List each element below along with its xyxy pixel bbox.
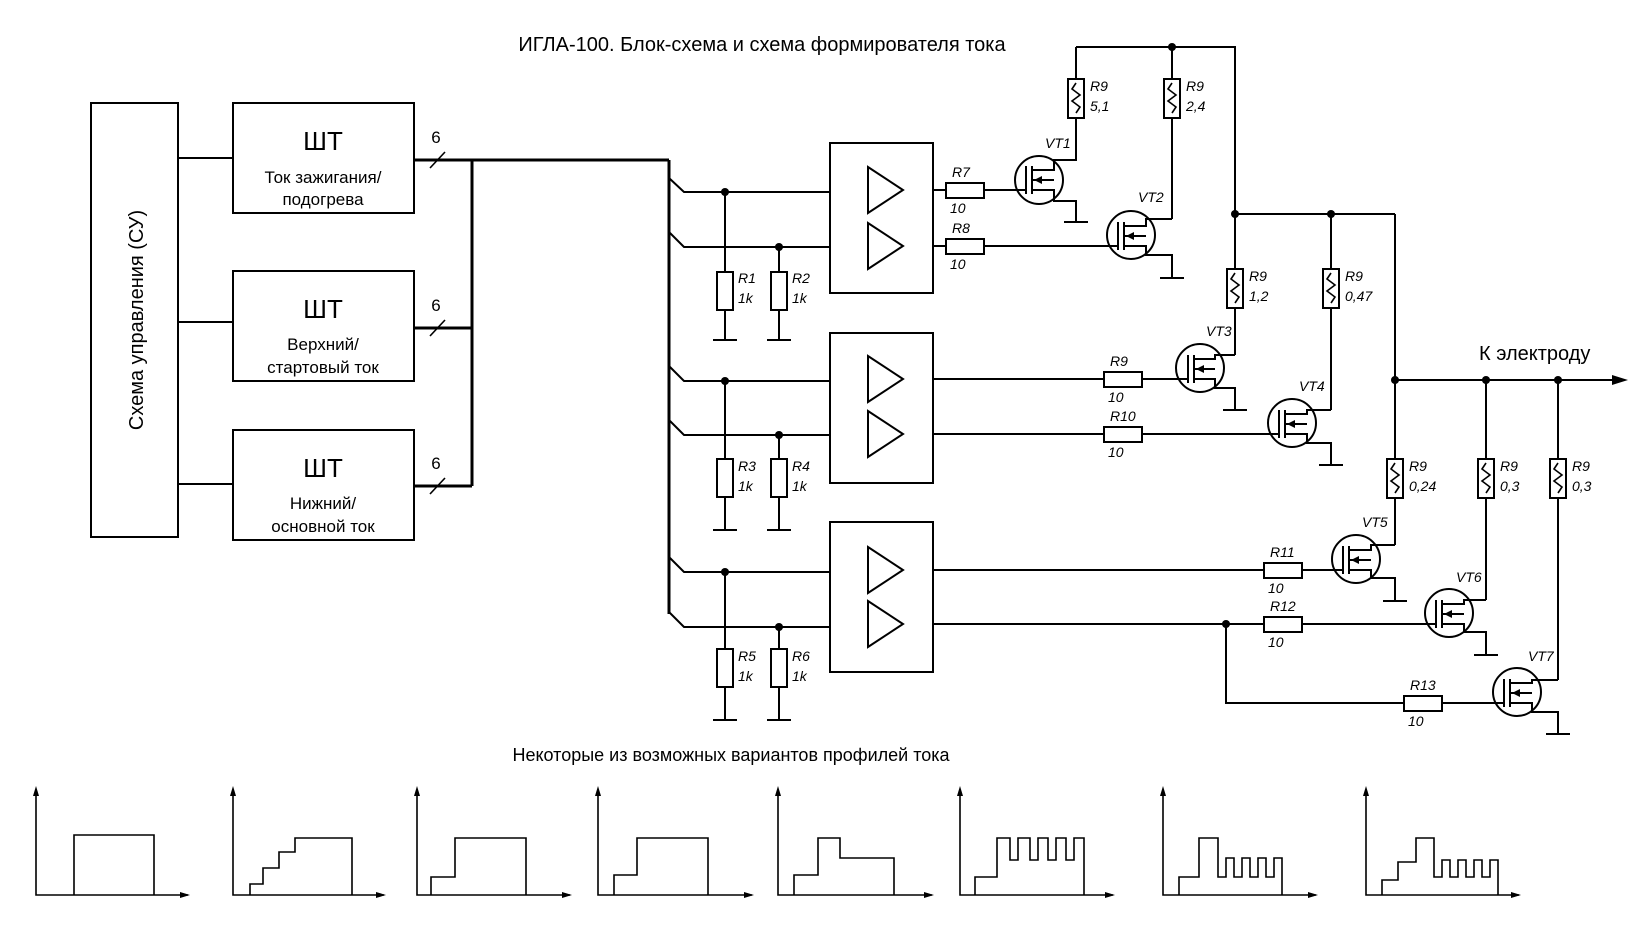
profile-2 (230, 786, 386, 898)
resistor-name: R9 (1110, 353, 1128, 369)
resistor-name: R2 (792, 270, 810, 286)
profile-7 (1160, 786, 1318, 898)
resistor-value: 10 (1268, 580, 1284, 596)
resistor-value: 0,3 (1500, 478, 1520, 494)
resistor-name: R6 (792, 648, 810, 664)
resistor-name: R1 (738, 270, 756, 286)
transistor-label: VT7 (1528, 648, 1555, 664)
shaper-block-lower: ШТ Нижний/ основной ток (232, 429, 415, 541)
output-label: К электроду (1479, 343, 1590, 365)
profile-1 (33, 786, 190, 898)
transistor-label: VT2 (1138, 189, 1164, 205)
shaper-line2: основной ток (271, 517, 375, 536)
transistor-label: VT5 (1362, 514, 1388, 530)
resistor-value: 10 (1268, 634, 1284, 650)
shaper-block-ignition: ШТ Ток зажигания/ подогрева (232, 102, 415, 214)
shaper-line2: стартовый ток (267, 358, 379, 377)
shaper-block-upper: ШТ Верхний/ стартовый ток (232, 270, 415, 382)
resistor-value: 1k (738, 668, 754, 684)
resistor-name: R9 (1572, 458, 1590, 474)
resistor-name: R12 (1270, 598, 1296, 614)
transistor-vt6: VT6 (1424, 569, 1498, 656)
resistor-value: 10 (1108, 389, 1124, 405)
resistor-value: 0,24 (1409, 478, 1436, 494)
resistor-name: R4 (792, 458, 810, 474)
resistor-name: R5 (738, 648, 756, 664)
shaper-title: ШТ (303, 294, 343, 324)
diagram-title: ИГЛА-100. Блок-схема и схема формировате… (518, 34, 1006, 56)
shaper-line1: Нижний/ (290, 494, 357, 513)
resistor-name: R9 (1345, 268, 1363, 284)
resistor-name: R9 (1186, 78, 1204, 94)
profiles-title: Некоторые из возможных вариантов профиле… (512, 745, 950, 765)
resistor-name: R11 (1270, 544, 1295, 560)
shaper-title: ШТ (303, 126, 343, 156)
power-rails: К электроду (1076, 43, 1628, 385)
transistor-vt7: VT7 (1492, 648, 1570, 735)
profile-4 (595, 786, 754, 898)
transistor-vt5: VT5 (1331, 514, 1407, 602)
control-block-label: Схема управления (СУ) (126, 210, 148, 430)
control-block: Схема управления (СУ) (90, 102, 179, 538)
resistor-value: 10 (950, 256, 966, 272)
transistor-vt4: VT4 (1267, 378, 1343, 466)
load-resistors: R9 5,1 R9 2,4 R9 1,2 R9 0,47 R9 0,24 (1067, 47, 1592, 680)
resistor-value: 1k (792, 478, 808, 494)
resistor-value: 2,4 (1185, 98, 1206, 114)
gate-resistors: R7 10 R8 10 R9 10 R10 10 R11 10 R12 10 (933, 164, 1492, 729)
transistor-label: VT4 (1299, 378, 1325, 394)
transistor-label: VT3 (1206, 323, 1232, 339)
resistor-name: R9 (1409, 458, 1427, 474)
resistor-value: 1k (738, 290, 754, 306)
transistor-vt1: VT1 (1014, 135, 1088, 223)
profile-6 (957, 786, 1115, 898)
bus-width-label: 6 (431, 128, 440, 147)
transistor-vt2: VT2 (1105, 189, 1184, 279)
profile-3 (414, 786, 572, 898)
pulldown-resistors: R1 1k R2 1k R3 1k R4 1k R5 1k (713, 188, 810, 721)
bus-taps (668, 177, 830, 628)
resistor-name: R13 (1410, 677, 1436, 693)
driver-block-2 (829, 332, 934, 484)
shaper-line2: подогрева (282, 190, 364, 209)
resistor-name: R7 (952, 164, 971, 180)
resistor-value: 0,3 (1572, 478, 1592, 494)
bus-width-label: 6 (431, 296, 440, 315)
shaper-line1: Ток зажигания/ (265, 168, 382, 187)
resistor-value: 1k (738, 478, 754, 494)
resistor-value: 0,47 (1345, 288, 1373, 304)
shaper-title: ШТ (303, 453, 343, 483)
resistor-name: R9 (1500, 458, 1518, 474)
resistor-value: 1,2 (1249, 288, 1269, 304)
resistor-name: R10 (1110, 408, 1136, 424)
transistor-label: VT6 (1456, 569, 1482, 585)
driver-block-3 (829, 521, 934, 673)
transistor-vt3: VT3 (1175, 323, 1247, 411)
transistor-label: VT1 (1045, 135, 1071, 151)
resistor-value: 1k (792, 290, 808, 306)
resistor-value: 10 (950, 200, 966, 216)
resistor-name: R8 (952, 220, 970, 236)
bus-width-label: 6 (431, 454, 440, 473)
resistor-value: 10 (1408, 713, 1424, 729)
profile-5 (775, 786, 934, 898)
resistor-name: R3 (738, 458, 756, 474)
driver-block-1 (829, 142, 934, 294)
resistor-value: 10 (1108, 444, 1124, 460)
resistor-name: R9 (1090, 78, 1108, 94)
resistor-name: R9 (1249, 268, 1267, 284)
resistor-value: 1k (792, 668, 808, 684)
shaper-line1: Верхний/ (287, 335, 359, 354)
resistor-value: 5,1 (1090, 98, 1109, 114)
bus-lines: 6 6 6 (414, 128, 671, 614)
profile-8 (1363, 786, 1521, 898)
